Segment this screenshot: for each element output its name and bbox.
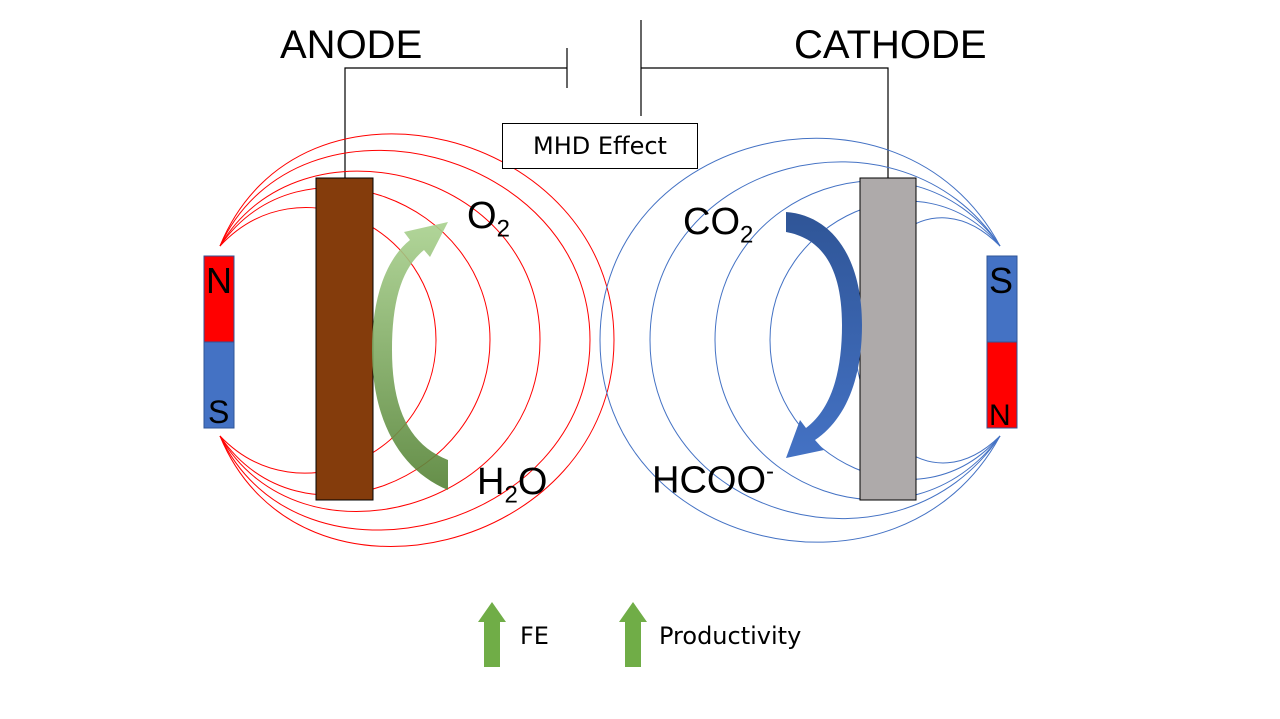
hcoo-label: HCOO- (652, 458, 774, 502)
left-magnet-s-label: S (208, 394, 230, 430)
left-magnet-south (203, 341, 235, 429)
anode-label: ANODE (280, 23, 423, 67)
right-magnet-north (986, 341, 1018, 429)
left-magnet-n-label: N (206, 260, 232, 301)
o2-label: O2 (467, 195, 510, 243)
oxygen-evolution-arrow (372, 222, 448, 490)
left-magnet-north (203, 255, 235, 343)
mhd-effect-box: MHD Effect (502, 123, 698, 169)
right-magnet-n-label: N (989, 399, 1011, 432)
h2o-label: H2O (477, 461, 548, 509)
anode-wire (344, 67, 567, 178)
right-magnet (986, 255, 1018, 429)
fe-label: FE (520, 622, 549, 650)
co2-reduction-arrow (786, 212, 862, 458)
productivity-up-arrow (619, 602, 647, 667)
left-magnet (203, 255, 235, 429)
cathode-wire (641, 67, 889, 178)
anode-electrode (315, 177, 374, 501)
circuit-wires (344, 20, 889, 178)
productivity-label: Productivity (659, 622, 802, 650)
mhd-effect-label: MHD Effect (533, 132, 667, 160)
fe-up-arrow (478, 602, 506, 667)
cathode-electrode (859, 177, 917, 501)
left-field-lines (219, 133, 615, 548)
right-magnet-s-label: S (989, 260, 1014, 301)
cathode-label: CATHODE (794, 23, 987, 67)
co2-label: CO2 (683, 201, 754, 249)
